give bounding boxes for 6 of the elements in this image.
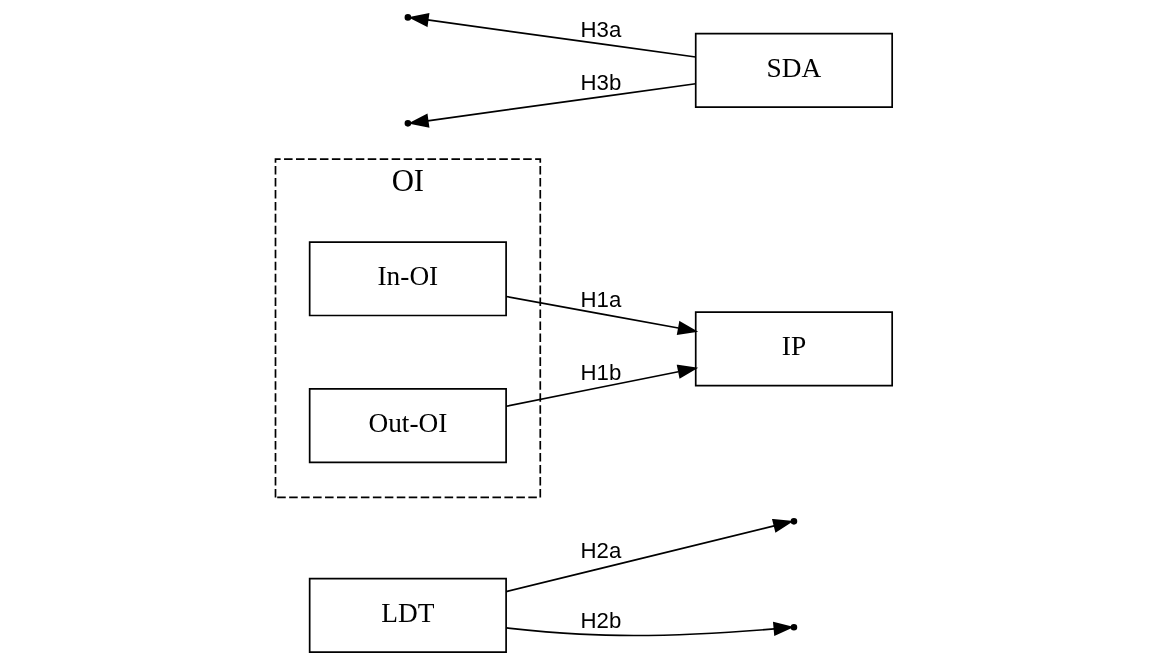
edge-label: H1b [580,360,621,386]
edge-label: H2a [580,537,621,563]
edge-label: H2b [580,607,621,633]
edge-label: H1a [580,286,621,312]
edge-label: H3a [580,16,621,42]
edge-label: H3b [580,69,621,95]
